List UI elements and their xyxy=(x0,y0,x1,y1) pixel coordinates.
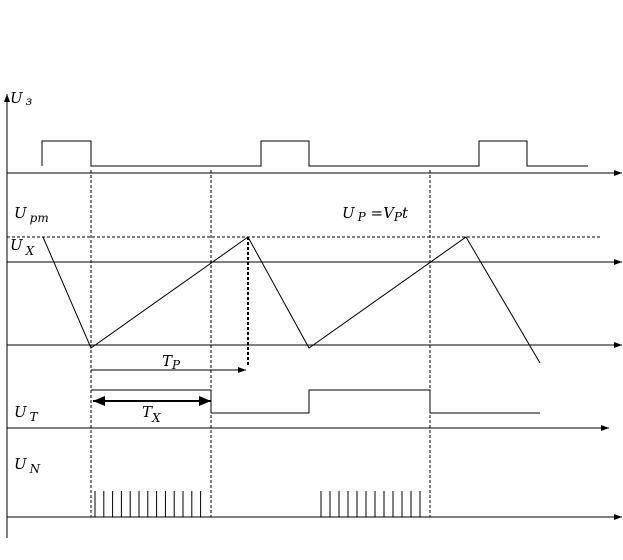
label-tp: TP xyxy=(162,352,181,372)
un-pulse-train-1 xyxy=(94,491,202,517)
u3-waveform xyxy=(41,140,588,167)
un-pulse-train-2 xyxy=(320,491,421,517)
sawtooth-waveform xyxy=(42,236,541,364)
label-tx: TX xyxy=(142,403,161,425)
ut-waveform xyxy=(91,389,540,414)
